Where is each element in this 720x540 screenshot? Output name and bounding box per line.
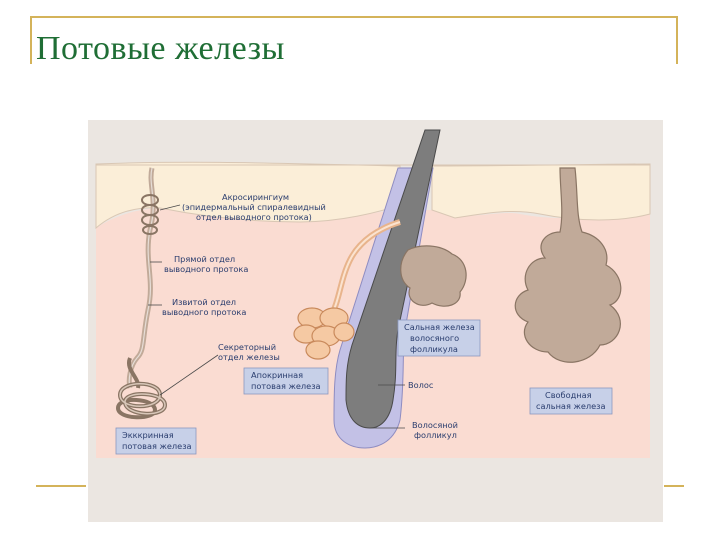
- follicular-sebaceous-box: [397, 319, 481, 357]
- eccrine-box-line1: Экккринная: [122, 430, 174, 440]
- secretory-label-line1: Секреторный: [218, 342, 276, 352]
- epidermis-right: [431, 163, 651, 221]
- free-sebaceous-gland: [514, 167, 622, 363]
- frame-line-bottom-left: [36, 485, 86, 487]
- eccrine-box-line2: потовая железа: [122, 441, 192, 451]
- acrosyringium-label-line3: отдел выводного протока): [196, 212, 312, 222]
- hair-follicle-label-line2: фолликул: [414, 430, 457, 440]
- follicular-sebaceous-gland: [400, 245, 467, 307]
- apocrine-box: [243, 367, 329, 395]
- acrosyringium-label-line1: Акросирингиум: [222, 192, 289, 202]
- slide-title: Потовые железы: [36, 30, 285, 67]
- free-sebaceous-box: [529, 387, 613, 415]
- straight-duct-label-line2: выводного протока: [164, 264, 248, 274]
- follicular-sebaceous-box-line2: волосяного: [410, 333, 459, 343]
- frame-line-top: [30, 16, 678, 18]
- acrosyringium-spiral: [141, 194, 159, 235]
- apocrine-box-line1: Апокринная: [251, 370, 303, 380]
- epidermis-left: [95, 161, 401, 230]
- apocrine-duct-lumen: [329, 221, 401, 319]
- free-sebaceous-box-line1: Свободная: [545, 390, 592, 400]
- coiled-duct-label-line2: выводного протока: [162, 307, 246, 317]
- frame-line-bottom-right: [664, 485, 684, 487]
- apocrine-box-line2: потовая железа: [251, 381, 321, 391]
- frame-line-right: [676, 16, 678, 64]
- eccrine-box: [115, 427, 197, 455]
- free-sebaceous-box-line2: сальная железа: [536, 401, 606, 411]
- follicular-sebaceous-box-line3: фолликула: [410, 344, 458, 354]
- coiled-duct-label-line1: Извитой отдел: [172, 297, 236, 307]
- follicular-sebaceous-box-line1: Сальная железа: [404, 322, 475, 332]
- leader-lines: [148, 204, 405, 429]
- hair-label: Волос: [408, 380, 433, 390]
- frame-line-left: [30, 16, 32, 64]
- apocrine-secretory-coil: [293, 307, 355, 360]
- straight-duct-label-line1: Прямой отдел: [174, 254, 235, 264]
- dermis-left: [96, 206, 405, 458]
- hair-follicle-label-line1: Волосяной: [412, 420, 458, 430]
- secretory-label-line2: отдел железы: [218, 352, 280, 362]
- acrosyringium-label-line2: (эпидермальный спиралевидный: [182, 202, 326, 212]
